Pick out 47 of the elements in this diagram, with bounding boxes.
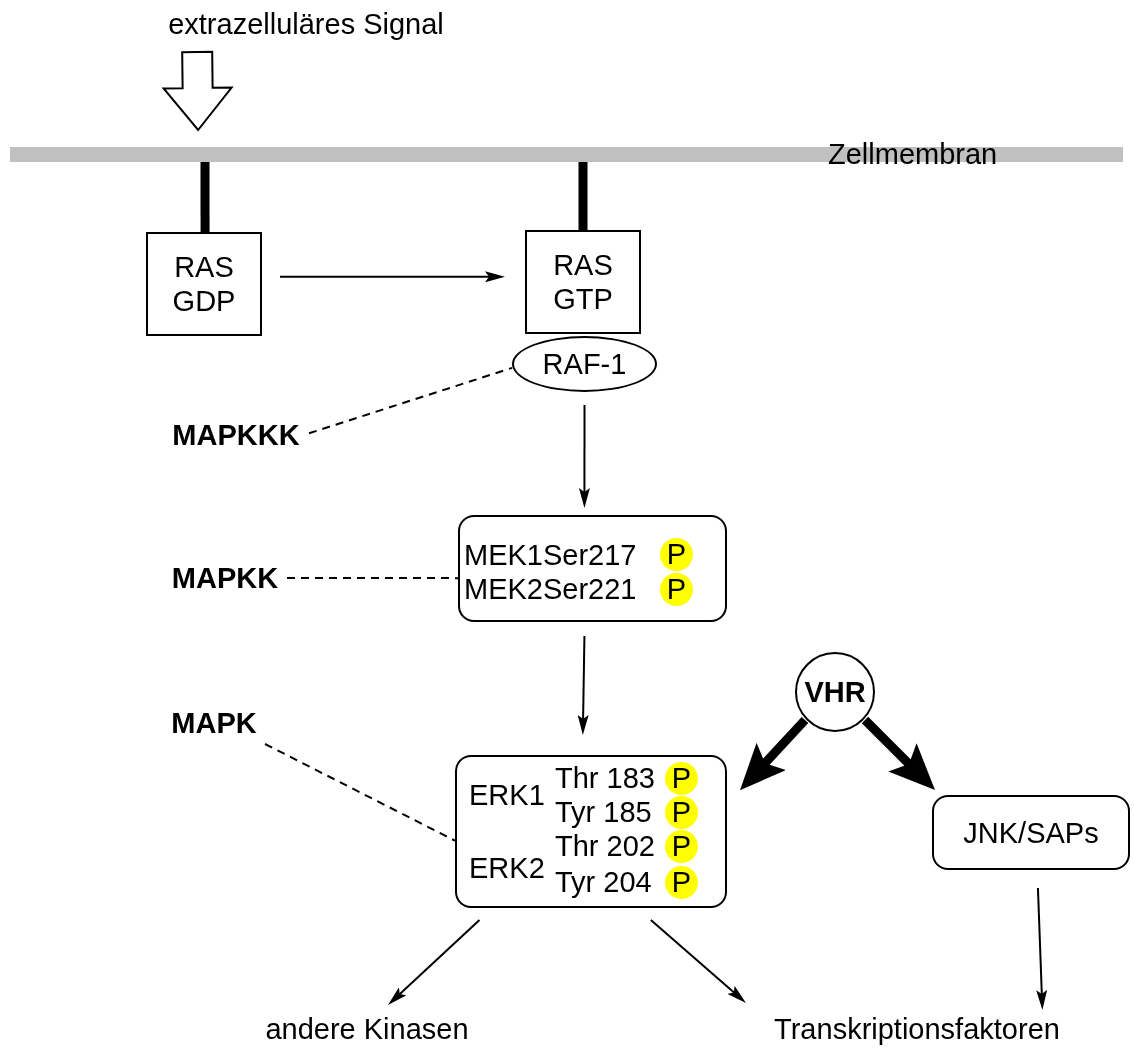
protein-box (455, 755, 727, 908)
protein-site-label: MEK2Ser221 (464, 572, 637, 606)
level-label: MAPKKK (163, 418, 309, 452)
leader-line (264, 743, 456, 842)
protein-label: ERK1 (469, 778, 545, 812)
phosphate-circle: P (660, 538, 693, 571)
leader-line (286, 577, 459, 580)
protein-box (458, 515, 727, 622)
protein-box (525, 230, 641, 334)
protein-label: JNK/SAPs (963, 815, 1099, 850)
arrow (1036, 887, 1048, 1010)
level-label: MAPK (163, 706, 265, 740)
arrow (649, 919, 746, 1003)
target-label: andere Kinasen (262, 1012, 472, 1046)
arrow (388, 919, 481, 1005)
phosphate-circle: P (665, 762, 698, 795)
anchor-bar (200, 162, 210, 232)
membrane-label: Zellmembran (828, 137, 998, 171)
phosphatase-circle (795, 652, 875, 732)
level-label: MAPKK (163, 561, 287, 595)
arrow (578, 404, 590, 508)
phosphate-circle: P (660, 573, 693, 606)
arrow (577, 635, 589, 735)
protein-label: RAS GDP (171, 250, 237, 318)
signal-label: extrazelluläres Signal (146, 4, 466, 44)
thick-arrow (740, 716, 809, 791)
protein-ellipse (512, 336, 657, 392)
site-label: Tyr 185 (555, 795, 652, 829)
phosphate-circle: P (665, 796, 698, 829)
protein-label: ERK2 (469, 851, 545, 885)
protein-site-label: MEK1Ser217 (464, 538, 637, 572)
anchor-bar (578, 162, 588, 230)
protein-label: RAF-1 (542, 347, 627, 381)
phosphate-circle: P (665, 866, 698, 899)
site-label: Thr 202 (555, 829, 655, 863)
arrow (279, 271, 505, 283)
site-label: Tyr 204 (555, 865, 652, 899)
leader-line (308, 366, 513, 435)
protein-label: RAS GTP (552, 248, 614, 316)
site-label: Thr 183 (555, 761, 655, 795)
protein-box (146, 232, 262, 336)
target-label: Transkriptionsfaktoren (752, 1012, 1082, 1046)
protein-box (932, 795, 1130, 870)
phosphate-circle: P (665, 830, 698, 863)
thick-arrow (861, 716, 935, 790)
protein-label: VHR (804, 675, 866, 709)
block-arrow (161, 50, 234, 132)
